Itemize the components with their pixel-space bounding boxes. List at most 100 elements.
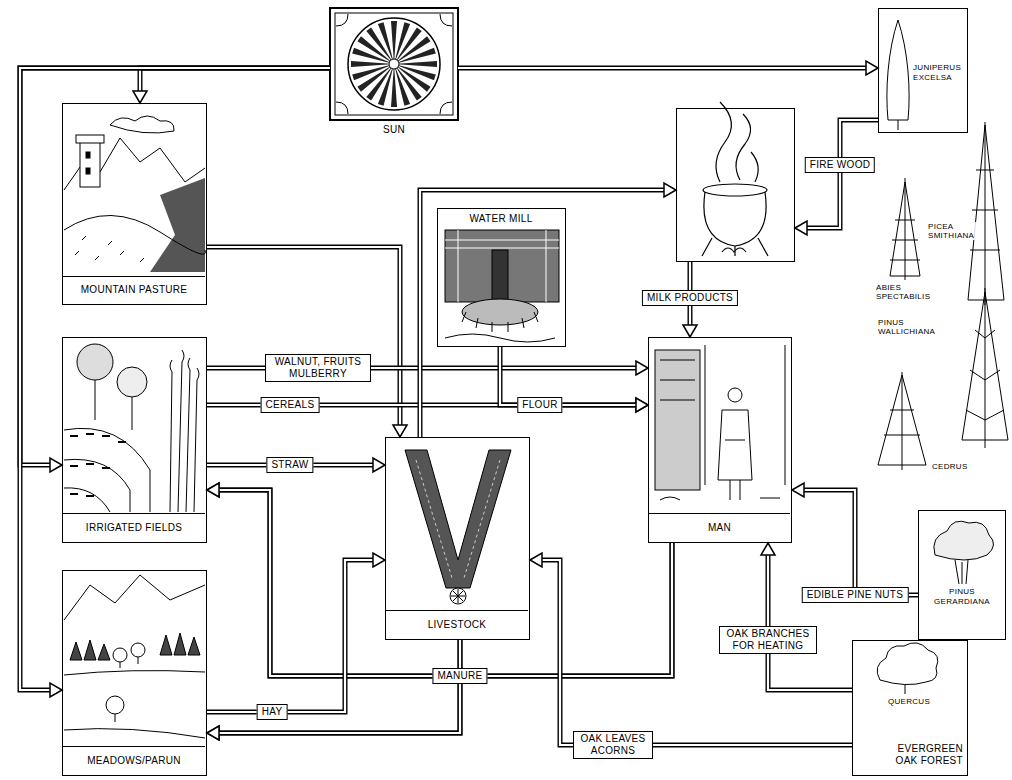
pasture-illustration <box>64 116 205 272</box>
juniper-tree <box>887 20 909 130</box>
arrow-head <box>866 61 878 75</box>
arrow-head <box>683 325 697 337</box>
flow-pipe <box>500 347 648 412</box>
livestock-illustration <box>405 450 511 604</box>
meadows-illustration <box>64 575 205 738</box>
arrow-head <box>207 483 219 497</box>
watermill-illustration <box>445 230 559 342</box>
arrow-head <box>133 91 147 103</box>
pipe-core <box>806 120 878 228</box>
pipe-core <box>207 247 400 426</box>
arrow-head <box>792 483 804 497</box>
flow-pipe <box>207 483 672 676</box>
pipe-outline <box>218 490 460 676</box>
flow-pipe <box>207 640 460 740</box>
scene-box: WATER MILL <box>437 208 566 347</box>
pipe-core <box>207 560 374 712</box>
flow-pipe <box>761 543 852 690</box>
pipe-core <box>218 543 672 733</box>
flow-pipe <box>207 247 407 437</box>
sun-box: SUN <box>330 8 458 150</box>
pipe-outline <box>768 554 852 690</box>
arrow-head <box>795 221 807 235</box>
flow-pipe <box>792 483 918 595</box>
arrow-head <box>636 398 648 412</box>
pipe-outline <box>218 543 672 733</box>
flow-label: HAY <box>257 704 288 720</box>
flow-pipe <box>458 61 878 75</box>
flow-pipe <box>207 458 385 472</box>
flow-label: OAK BRANCHES FOR HEATING <box>719 626 817 654</box>
species-label: ABIES SPECTABILIS <box>876 283 936 301</box>
node-label: QUERCUS <box>871 697 947 709</box>
flow-label: STRAW <box>266 457 313 473</box>
box-title: MAN <box>649 513 790 541</box>
flow-label: OAK LEAVES ACORNS <box>573 731 653 759</box>
pipe-core <box>140 68 330 92</box>
pine-tree <box>934 521 994 584</box>
flow-pipe <box>530 553 852 745</box>
arrow-head <box>636 361 648 375</box>
pipe-outline <box>207 247 400 426</box>
flow-pipe <box>20 68 330 472</box>
node-label: EVERGREEN OAK FOREST <box>891 743 963 771</box>
pipe-core <box>218 640 460 733</box>
node-label: JUNIPERUS EXCELSA <box>913 63 967 87</box>
cooking-box <box>676 108 795 262</box>
scene-box: LIVESTOCK <box>385 437 530 640</box>
species-label: CEDRUS <box>932 462 982 471</box>
arrow-head <box>373 458 385 472</box>
pipe-core <box>218 490 460 676</box>
fields-illustration <box>64 344 199 512</box>
pot-illustration <box>702 102 768 256</box>
pipe-core <box>458 67 867 69</box>
oak-tree <box>877 643 938 694</box>
flow-label: MANURE <box>432 668 487 684</box>
arrow-head <box>373 553 385 567</box>
arrow-head <box>50 683 62 697</box>
flow-label: WALNUT, FRUITS MULBERRY <box>265 354 371 382</box>
node-label: SUN <box>330 124 458 144</box>
species-label: PINUS WALLICHIANA <box>878 318 958 336</box>
pipe-outline <box>140 68 330 92</box>
arrow-head <box>393 425 407 437</box>
flow-label: FIRE WOOD <box>805 157 875 173</box>
box-title: LIVESTOCK <box>386 610 528 638</box>
node-label: PINUS GERARDIANA <box>925 587 999 611</box>
arrow-head <box>50 458 62 472</box>
arrow-head <box>207 726 219 740</box>
flow-label: FLOUR <box>517 397 562 413</box>
box-title: IRRIGATED FIELDS <box>63 513 205 541</box>
scene-box: MEADOWS/PARUN <box>62 570 207 776</box>
arrow-head <box>207 726 219 740</box>
scene-box: MAN <box>648 337 792 543</box>
box-title: MEADOWS/PARUN <box>63 746 205 774</box>
flow-pipe <box>133 68 330 103</box>
tree-box: PINUS GERARDIANA <box>918 510 1006 640</box>
sun-illustration <box>330 8 458 120</box>
pipe-core <box>803 490 918 595</box>
pipe-core <box>218 490 672 676</box>
flow-pipe <box>795 120 878 235</box>
node-label: WATER MILL <box>438 213 564 229</box>
pipe-outline <box>207 560 374 712</box>
pipe-core <box>20 68 330 465</box>
species-label: PICEA SMITHIANA <box>928 222 978 240</box>
scene-box: MOUNTAIN PASTURE <box>62 103 207 305</box>
box-title: MOUNTAIN PASTURE <box>63 276 205 303</box>
flow-label: CEREALS <box>261 397 320 413</box>
arrow-head <box>207 483 219 497</box>
tree-box: QUERCUS EVERGREEN OAK FOREST <box>852 640 968 776</box>
man-illustration <box>655 345 785 500</box>
pipe-outline <box>458 66 867 71</box>
scene-box: IRRIGATED FIELDS <box>62 337 207 543</box>
flow-pipe <box>207 483 460 676</box>
arrow-head <box>636 398 648 412</box>
flow-label: MILK PRODUCTS <box>642 290 738 306</box>
arrow-head <box>761 543 775 555</box>
pipe-outline <box>218 640 460 733</box>
pipe-outline <box>803 490 918 595</box>
pipe-outline <box>806 120 878 228</box>
